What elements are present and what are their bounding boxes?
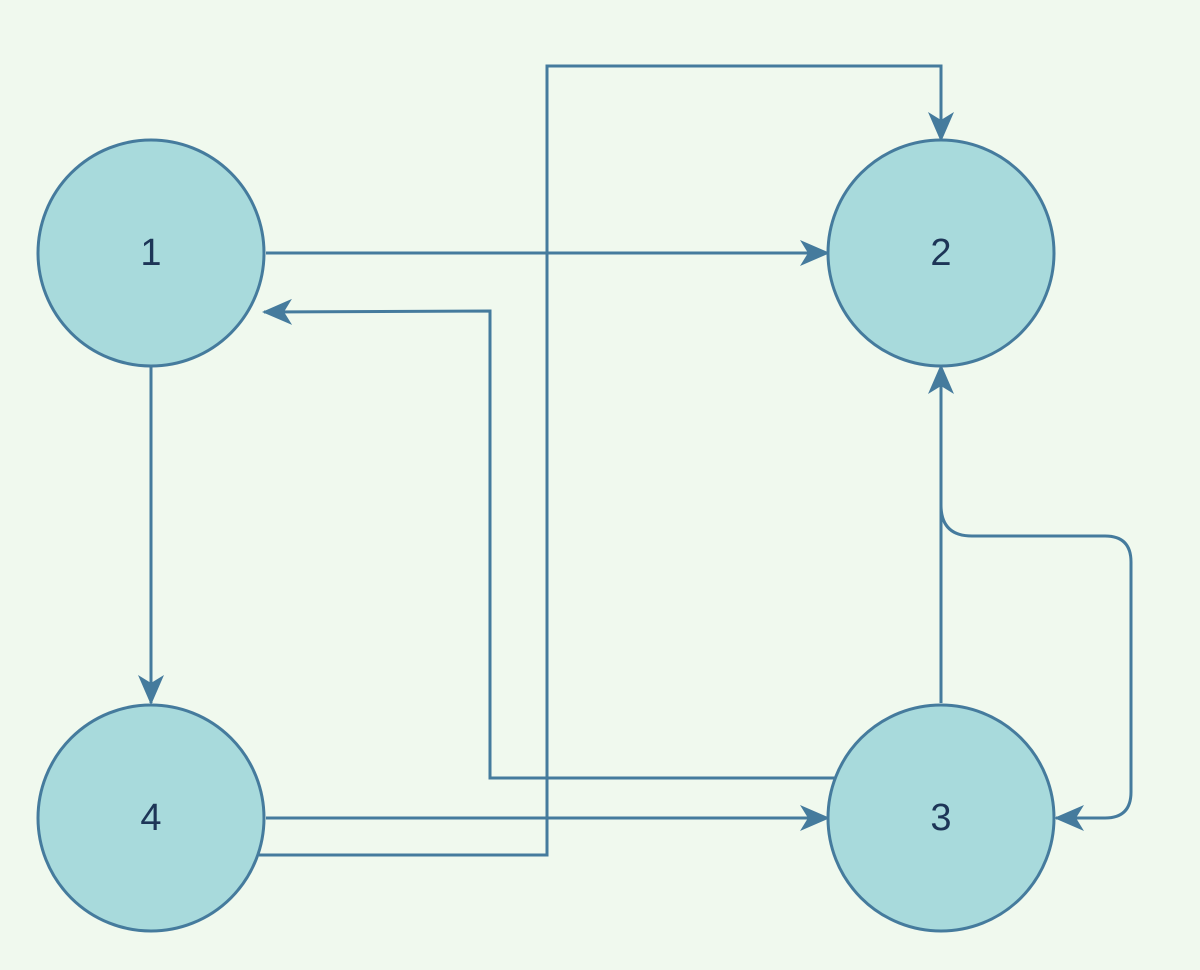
node-2-label: 2 (930, 232, 951, 274)
node-1-label: 1 (140, 232, 161, 274)
node-2[interactable]: 2 (826, 138, 1056, 368)
node-3[interactable]: 3 (826, 703, 1056, 933)
node-3-label: 3 (930, 797, 951, 839)
edges (138, 64, 1133, 857)
edge-3-to-1[interactable] (262, 298, 835, 780)
node-1[interactable]: 1 (36, 138, 266, 368)
node-4-label: 4 (140, 797, 161, 839)
edge-2-to-3[interactable] (939, 504, 1133, 831)
node-4[interactable]: 4 (36, 703, 266, 933)
edge-4-to-2[interactable] (259, 64, 954, 857)
